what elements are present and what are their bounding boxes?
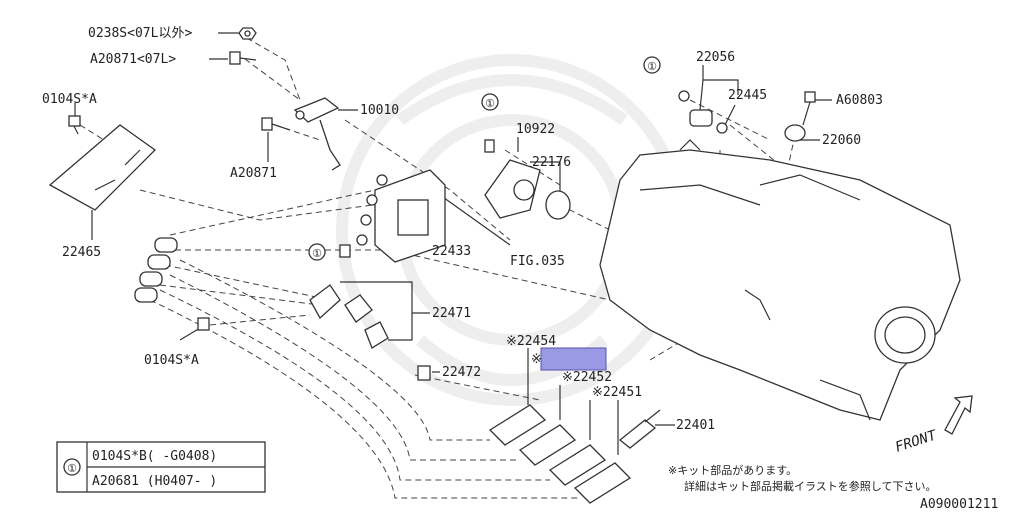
label-10010: 10010 [360,103,399,118]
label-22454: ※22454 [506,334,556,349]
bolt-callout-sensor [484,139,495,153]
part-labels: 0238S<07L以外> A20871<07L> 0104S*A 10010 A… [42,26,883,433]
clip-22472 [417,365,431,381]
ignition-coil-22433 [356,169,446,263]
label-22433: 22433 [432,244,471,259]
legend-row-2: A20681 (H0407- ) [92,474,217,489]
label-22451: ※22451 [592,385,642,400]
label-a60803: A60803 [836,93,883,108]
callout-mark: ① [312,247,322,260]
sensor-22056 [678,90,713,127]
label-22176: 22176 [532,155,571,170]
highlight-box [540,347,607,371]
label-a20871-07l: A20871<07L> [90,52,176,67]
bolt-0104s-a-bottom [197,317,210,331]
igniter-10010 [293,97,341,171]
bolt-a20871-mid [261,117,291,131]
label-leaders [74,32,832,455]
label-0238s: 0238S<07L以外> [88,26,192,41]
bolt-a60803 [802,91,816,126]
engine-block [599,139,961,421]
bolt-callout-coil [339,244,351,258]
label-10922: 10922 [516,122,555,137]
front-arrow-icon [944,395,973,435]
spark-plug-22401 [618,409,661,449]
callout-markers: ① ① ① [308,56,661,261]
front-indicator: FRONT [893,395,973,456]
callout-mark: ① [647,60,657,73]
label-kit-mark: ※ [531,352,542,367]
bolt-0104s-a-top [68,115,81,135]
label-22472: 22472 [442,365,481,380]
front-label: FRONT [893,427,940,456]
kit-note-line-1: ※キット部品があります。 [668,463,797,477]
label-fig035: FIG.035 [510,254,565,269]
label-22060: 22060 [822,133,861,148]
nut-0238s [238,27,257,40]
label-22465: 22465 [62,245,101,260]
callout-circle-1 [643,56,661,74]
label-22471: 22471 [432,306,471,321]
legend-row-1: 0104S*B( -G0408) [92,449,217,464]
label-22056: 22056 [696,50,735,65]
label-a20871: A20871 [230,166,277,181]
callout-circle-2 [481,93,499,111]
cam-sensor-10922 [484,159,541,219]
callout-circle-3 [308,243,326,261]
label-22445: 22445 [728,88,767,103]
bracket-22465 [48,124,157,211]
plug-boots [488,404,632,504]
wire-holder-22471 [309,284,389,349]
label-22401: 22401 [676,418,715,433]
label-0104s-a-top: 0104S*A [42,92,97,107]
diagram-id: A090001211 [920,497,998,512]
knock-sensor-22060 [784,124,806,142]
legend-mark: ① [67,462,77,475]
plug-wire-boots [134,237,178,303]
legend-table: ① 0104S*B( -G0408) A20681 (H0407- ) [56,441,266,493]
gasket-22176 [545,190,571,220]
o-ring-22445 [716,122,728,134]
label-22452: ※22452 [562,370,612,385]
assembly-guide-lines [79,32,796,499]
bolt-a20871-top [229,51,257,65]
label-0104s-a-bottom: 0104S*A [144,353,199,368]
callout-mark: ① [485,97,495,110]
kit-note-line-2: 詳細はキット部品掲載イラストを参照して下さい。 [684,479,936,493]
